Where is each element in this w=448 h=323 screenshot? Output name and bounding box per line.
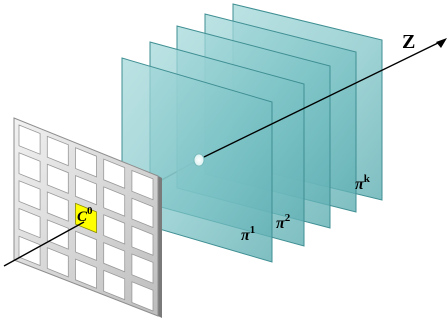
grid-cell bbox=[18, 124, 41, 155]
plane-2-label: π2 bbox=[276, 212, 291, 232]
axis-intersection-point bbox=[193, 153, 205, 167]
grid-cell-highlighted bbox=[75, 202, 97, 234]
image-grid-panel bbox=[13, 117, 162, 318]
plane-2-superscript: 2 bbox=[285, 212, 291, 224]
plane-k-label: πk bbox=[355, 173, 371, 193]
grid-cell-label: C0 bbox=[77, 205, 93, 225]
grid-cell bbox=[103, 214, 126, 245]
plane-1-superscript: 1 bbox=[250, 224, 256, 236]
grid-cell bbox=[103, 242, 126, 273]
grid-cell-superscript: 0 bbox=[87, 205, 93, 217]
z-axis-arrowhead bbox=[436, 38, 447, 48]
grid-cell bbox=[103, 269, 126, 301]
optical-axis-front bbox=[203, 41, 441, 158]
grid-cell bbox=[131, 225, 154, 256]
grid-cell bbox=[46, 247, 69, 278]
grid-cell bbox=[18, 180, 41, 211]
plane-k-superscript: k bbox=[364, 173, 371, 185]
grid-cell bbox=[46, 163, 69, 194]
grid-cell bbox=[46, 219, 69, 250]
grid-cell bbox=[18, 235, 41, 267]
plane-2-symbol: π bbox=[276, 215, 286, 232]
grid-cell bbox=[46, 135, 69, 167]
z-axis-label: Z bbox=[402, 31, 415, 53]
plane-k-symbol: π bbox=[355, 176, 365, 193]
grid-cells bbox=[18, 124, 154, 312]
grid-cell bbox=[103, 158, 126, 189]
optical-axis-entry bbox=[3, 221, 85, 267]
grid-cell bbox=[131, 197, 154, 229]
grid-cell bbox=[131, 169, 154, 201]
plane-1-symbol: π bbox=[241, 227, 251, 244]
grid-cell bbox=[18, 207, 41, 239]
plane-1-label: π1 bbox=[241, 224, 255, 244]
grid-cell bbox=[75, 230, 97, 261]
grid-cell bbox=[75, 175, 97, 206]
grid-cell bbox=[131, 281, 154, 312]
grid-cell-symbol: C bbox=[77, 209, 88, 225]
grid-cell bbox=[103, 186, 126, 217]
grid-cell bbox=[75, 258, 97, 289]
grid-cell bbox=[46, 191, 69, 222]
grid-cell bbox=[75, 147, 97, 178]
grid-cell bbox=[18, 152, 41, 183]
grid-cell bbox=[131, 253, 154, 284]
